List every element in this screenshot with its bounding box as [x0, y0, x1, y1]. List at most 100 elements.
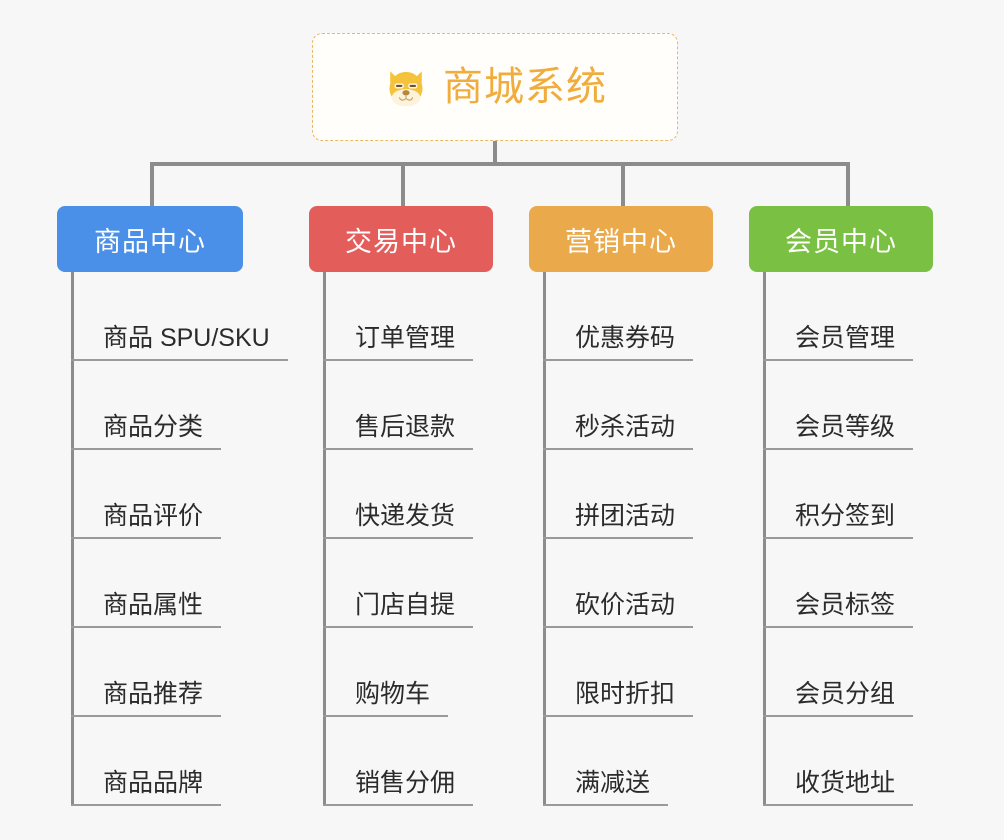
category-item-list: 订单管理 售后退款 快递发货 门店自提 购物车 销售分佣: [323, 272, 523, 806]
column-spine: [763, 272, 766, 806]
list-item[interactable]: 商品属性: [71, 539, 301, 628]
list-item-rule: [323, 715, 448, 717]
list-item-label: 限时折扣: [575, 680, 676, 708]
list-item-label: 售后退款: [355, 413, 456, 441]
list-item-label: 商品 SPU/SKU: [103, 324, 270, 352]
list-item[interactable]: 订单管理: [323, 272, 523, 361]
list-item-label: 会员分组: [795, 680, 896, 708]
dog-face-icon: [389, 71, 423, 107]
root-title: 商城系统: [443, 65, 607, 109]
list-item-label: 商品分类: [103, 413, 204, 441]
category-column-member: 会员中心 会员管理 会员等级 积分签到 会员标签 会员分组: [749, 206, 949, 806]
list-item[interactable]: 满减送: [543, 717, 743, 806]
list-item[interactable]: 销售分佣: [323, 717, 523, 806]
list-item-rule: [763, 448, 913, 450]
list-item-label: 商品属性: [103, 591, 204, 619]
list-item-label: 商品品牌: [103, 769, 204, 797]
list-item-label: 会员管理: [795, 324, 896, 352]
list-item-rule: [323, 804, 473, 806]
connector-root-stem: [493, 141, 497, 164]
list-item-label: 快递发货: [355, 502, 456, 530]
list-item[interactable]: 售后退款: [323, 361, 523, 450]
list-item[interactable]: 会员管理: [763, 272, 963, 361]
list-item[interactable]: 门店自提: [323, 539, 523, 628]
list-item-label: 订单管理: [355, 324, 456, 352]
category-header-trade[interactable]: 交易中心: [309, 206, 493, 272]
category-column-trade: 交易中心 订单管理 售后退款 快递发货 门店自提 购物车: [309, 206, 509, 806]
list-item-rule: [543, 448, 693, 450]
list-item-rule: [543, 537, 693, 539]
list-item[interactable]: 积分签到: [763, 450, 963, 539]
list-item[interactable]: 商品分类: [71, 361, 301, 450]
list-item-rule: [71, 715, 221, 717]
column-spine: [543, 272, 546, 806]
list-item-rule: [71, 626, 221, 628]
list-item[interactable]: 商品推荐: [71, 628, 301, 717]
category-item-list: 会员管理 会员等级 积分签到 会员标签 会员分组 收货地址: [763, 272, 963, 806]
category-title: 交易中心: [345, 226, 457, 257]
list-item-rule: [71, 448, 221, 450]
category-title: 商品中心: [94, 226, 206, 257]
list-item-rule: [763, 359, 913, 361]
list-item-label: 商品推荐: [103, 680, 204, 708]
list-item-label: 收货地址: [795, 769, 896, 797]
list-item-rule: [763, 804, 913, 806]
list-item[interactable]: 快递发货: [323, 450, 523, 539]
list-item-label: 销售分佣: [355, 769, 456, 797]
list-item-label: 会员等级: [795, 413, 896, 441]
list-item-rule: [543, 626, 693, 628]
list-item-label: 秒杀活动: [575, 413, 676, 441]
list-item-label: 满减送: [575, 769, 651, 797]
root-node[interactable]: 商城系统: [312, 33, 678, 141]
category-header-member[interactable]: 会员中心: [749, 206, 933, 272]
list-item[interactable]: 收货地址: [763, 717, 963, 806]
category-header-product[interactable]: 商品中心: [57, 206, 243, 272]
list-item[interactable]: 会员等级: [763, 361, 963, 450]
list-item[interactable]: 优惠券码: [543, 272, 743, 361]
list-item[interactable]: 会员标签: [763, 539, 963, 628]
list-item-label: 砍价活动: [575, 591, 676, 619]
list-item-rule: [71, 537, 221, 539]
connector-bus: [150, 162, 850, 166]
connector-drop-1: [150, 162, 154, 208]
list-item-rule: [543, 804, 668, 806]
category-title: 会员中心: [785, 226, 897, 257]
list-item[interactable]: 购物车: [323, 628, 523, 717]
list-item-rule: [543, 359, 693, 361]
list-item[interactable]: 会员分组: [763, 628, 963, 717]
list-item-label: 会员标签: [795, 591, 896, 619]
list-item-rule: [323, 537, 473, 539]
list-item-label: 拼团活动: [575, 502, 676, 530]
connector-drop-4: [846, 162, 850, 208]
category-item-list: 优惠券码 秒杀活动 拼团活动 砍价活动 限时折扣 满减送: [543, 272, 743, 806]
list-item-rule: [323, 448, 473, 450]
category-header-marketing[interactable]: 营销中心: [529, 206, 713, 272]
list-item-label: 商品评价: [103, 502, 204, 530]
list-item-rule: [71, 804, 221, 806]
list-item-rule: [323, 626, 473, 628]
list-item[interactable]: 商品评价: [71, 450, 301, 539]
column-spine: [323, 272, 326, 806]
list-item[interactable]: 限时折扣: [543, 628, 743, 717]
list-item-label: 购物车: [355, 680, 431, 708]
list-item-rule: [71, 359, 288, 361]
list-item-rule: [323, 359, 473, 361]
list-item-rule: [763, 537, 913, 539]
list-item[interactable]: 商品品牌: [71, 717, 301, 806]
list-item[interactable]: 秒杀活动: [543, 361, 743, 450]
list-item[interactable]: 拼团活动: [543, 450, 743, 539]
category-column-product: 商品中心 商品 SPU/SKU 商品分类 商品评价 商品属性 商品推荐: [57, 206, 288, 806]
list-item-label: 优惠券码: [575, 324, 676, 352]
list-item-label: 门店自提: [355, 591, 456, 619]
list-item[interactable]: 商品 SPU/SKU: [71, 272, 301, 361]
column-spine: [71, 272, 74, 806]
list-item-rule: [763, 626, 913, 628]
category-title: 营销中心: [565, 226, 677, 257]
list-item-label: 积分签到: [795, 502, 896, 530]
connector-drop-2: [401, 162, 405, 208]
category-item-list: 商品 SPU/SKU 商品分类 商品评价 商品属性 商品推荐 商品品牌: [71, 272, 301, 806]
list-item-rule: [763, 715, 913, 717]
list-item[interactable]: 砍价活动: [543, 539, 743, 628]
connector-drop-3: [621, 162, 625, 208]
